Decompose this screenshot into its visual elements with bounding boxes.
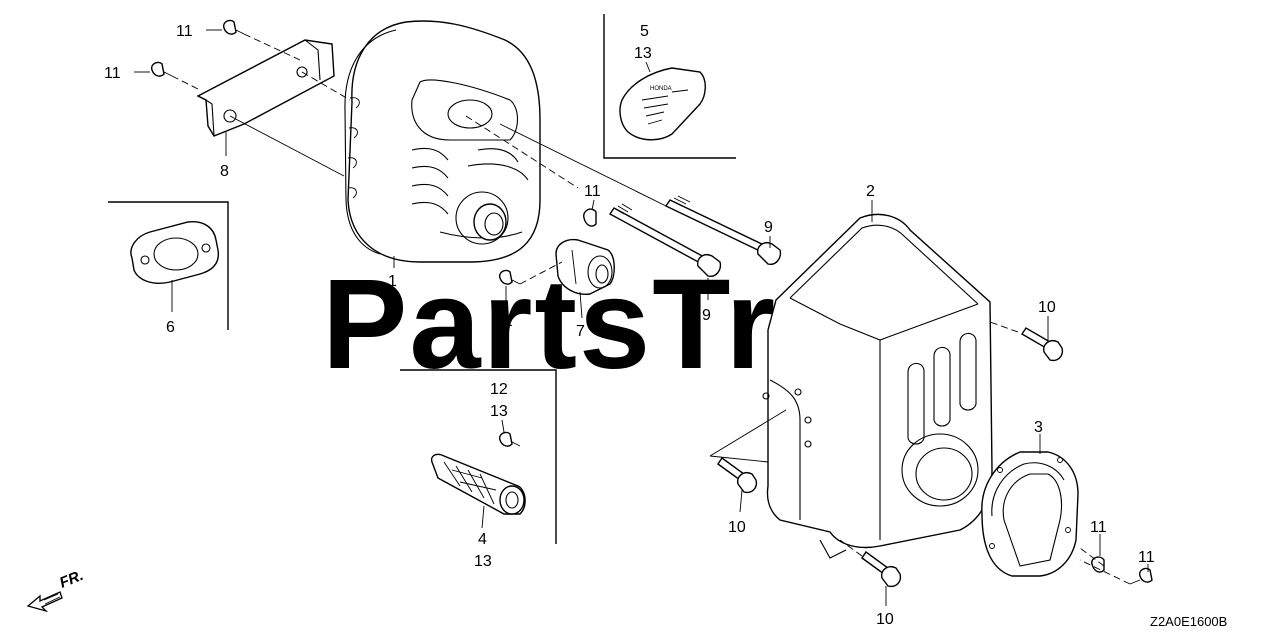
spark-arrester-part-4 [430, 453, 526, 515]
callout-6: 6 [166, 319, 175, 336]
callout-1: 1 [388, 273, 397, 290]
callout-13: 13 [490, 403, 508, 420]
screw-part-11-d [498, 269, 521, 285]
assembly-line [229, 115, 345, 177]
assembly-line [709, 409, 787, 457]
assembly-line [1079, 559, 1131, 585]
diagram-code: Z2A0E1600B [1150, 614, 1227, 629]
exhaust-guide-part-3 [981, 451, 1079, 577]
screw-part-11-c [583, 208, 597, 227]
inset-frame-arrester [400, 369, 557, 544]
assembly-line [839, 539, 863, 557]
callout-11: 11 [176, 23, 193, 40]
bolt-part-10-right [1021, 327, 1064, 362]
assembly-line [465, 115, 579, 189]
assembly-line [989, 321, 1019, 333]
muffler-body-part-1 [344, 20, 541, 263]
callout-8: 8 [220, 163, 229, 180]
bolt-part-10-left [717, 457, 758, 494]
leader-line [739, 489, 743, 513]
callout-7: 7 [576, 323, 585, 340]
gasket-part-6 [130, 221, 220, 284]
callout-10: 10 [1038, 299, 1056, 316]
caution-label-part-5: HONDA [619, 67, 706, 141]
leader-line [645, 61, 651, 73]
leader-line [579, 291, 583, 319]
callout-13: 13 [474, 553, 492, 570]
screw-part-11-a [222, 19, 245, 35]
callout-12: 12 [490, 381, 508, 398]
callout-11: 11 [584, 183, 601, 200]
screw-part-11-b [150, 61, 173, 77]
front-direction-indicator: FR. [26, 567, 86, 613]
inset-frame-label [603, 14, 736, 159]
callout-3: 3 [1034, 419, 1043, 436]
muffler-protector-part-2 [762, 213, 993, 559]
bracket-part-8 [196, 39, 335, 137]
screw-part-11-f [1091, 556, 1105, 573]
bolt-part-9-short [608, 203, 722, 277]
callout-4: 4 [478, 531, 487, 548]
assembly-line [171, 75, 201, 91]
callout-10: 10 [728, 519, 746, 536]
callout-11: 11 [1138, 549, 1155, 566]
callout-10: 10 [876, 611, 894, 628]
joint-part-7 [555, 238, 615, 295]
assembly-line [1079, 547, 1105, 567]
bolt-part-10-bottom [861, 551, 902, 588]
leader-line [501, 419, 505, 433]
callout-11: 11 [104, 65, 121, 82]
leader-line [481, 505, 485, 529]
callout-9: 9 [764, 219, 773, 236]
direction-label: FR. [57, 567, 86, 592]
bolt-part-9-long [664, 195, 782, 265]
assembly-line [519, 261, 563, 285]
screw-part-11-g [1129, 567, 1153, 585]
callout-5: 5 [640, 23, 649, 40]
inset-frame-gasket [108, 201, 229, 330]
callout-11: 11 [1090, 519, 1107, 536]
callout-11: 11 [496, 313, 513, 330]
assembly-line [301, 71, 351, 101]
leader-line [591, 199, 595, 211]
assembly-line [499, 123, 667, 207]
assembly-line [709, 455, 769, 463]
label-brand-text: HONDA [650, 86, 672, 92]
callout-13: 13 [634, 45, 652, 62]
callout-2: 2 [866, 183, 875, 200]
callout-9: 9 [702, 307, 711, 324]
screw-part-11-e [498, 431, 521, 447]
